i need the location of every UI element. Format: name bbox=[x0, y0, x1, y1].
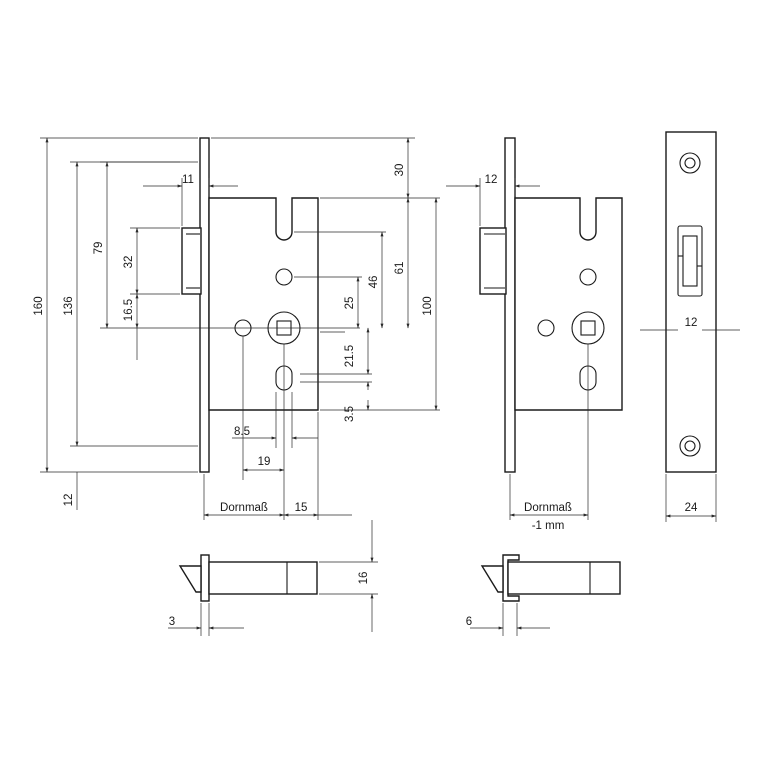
latch-plate-bent bbox=[502, 554, 520, 602]
dim-label-11: 11 bbox=[182, 174, 194, 186]
faceplate-front-view: 12 24 bbox=[640, 131, 740, 522]
dim-label-19: 19 bbox=[258, 456, 271, 468]
dim-label-15: 15 bbox=[295, 502, 308, 514]
latch-body bbox=[208, 561, 318, 595]
lock-view-left: 160 136 79 32 16.5 12 11 30 61 100 46 25… bbox=[33, 137, 440, 520]
lock-case bbox=[208, 197, 319, 411]
dim-label-30: 30 bbox=[394, 164, 406, 177]
latch-opening bbox=[677, 225, 703, 297]
dim-label-8-5: 8.5 bbox=[234, 426, 250, 438]
dim-label-3: 3 bbox=[169, 616, 175, 628]
mounting-hole bbox=[275, 268, 293, 286]
mounting-hole bbox=[579, 268, 597, 286]
dim-label-21-5: 21.5 bbox=[344, 345, 356, 367]
dim-label-12: 12 bbox=[685, 317, 698, 329]
latch-plate bbox=[200, 554, 210, 602]
latch-view-left: 16 3 bbox=[168, 520, 378, 636]
faceplate-front bbox=[665, 131, 717, 473]
dim-label-12: 12 bbox=[485, 174, 498, 186]
dim-label-79: 79 bbox=[93, 242, 105, 255]
mounting-hole bbox=[537, 319, 555, 337]
screw-hole bbox=[679, 435, 701, 457]
dim-label-61: 61 bbox=[394, 262, 406, 275]
latch-body bbox=[507, 561, 621, 595]
latch-bevel bbox=[178, 565, 202, 593]
dim-label-160: 160 bbox=[33, 296, 45, 315]
dim-label-dornmass: Dornmaß bbox=[220, 502, 268, 514]
dim-label-32: 32 bbox=[123, 256, 135, 269]
dim-label-16: 16 bbox=[358, 572, 370, 585]
lock-view-middle: 12 Dornmaß -1 mm bbox=[446, 137, 623, 532]
faceplate bbox=[199, 137, 210, 473]
dim-label-46: 46 bbox=[368, 276, 380, 289]
dim-label-16-5: 16.5 bbox=[123, 299, 135, 321]
dim-label-136: 136 bbox=[63, 296, 75, 315]
dim-label-minus-1mm: -1 mm bbox=[532, 520, 565, 532]
lock-case bbox=[514, 197, 623, 411]
dim-label-3-5: 3.5 bbox=[344, 406, 356, 422]
dim-label-25: 25 bbox=[344, 297, 356, 310]
latch-view-middle: 6 bbox=[466, 554, 621, 636]
dim-label-100: 100 bbox=[422, 296, 434, 315]
latch-tongue bbox=[479, 227, 507, 295]
dim-label-24: 24 bbox=[685, 502, 698, 514]
screw-hole bbox=[684, 157, 696, 169]
dim-label-12: 12 bbox=[63, 494, 75, 507]
screw-hole bbox=[679, 152, 701, 174]
dim-label-6: 6 bbox=[466, 616, 472, 628]
dim-label-dornmass: Dornmaß bbox=[524, 502, 572, 514]
spindle-square bbox=[580, 320, 596, 336]
latch-bevel bbox=[480, 565, 504, 593]
latch-tongue bbox=[181, 227, 202, 295]
faceplate bbox=[504, 137, 516, 473]
screw-hole bbox=[684, 440, 696, 452]
